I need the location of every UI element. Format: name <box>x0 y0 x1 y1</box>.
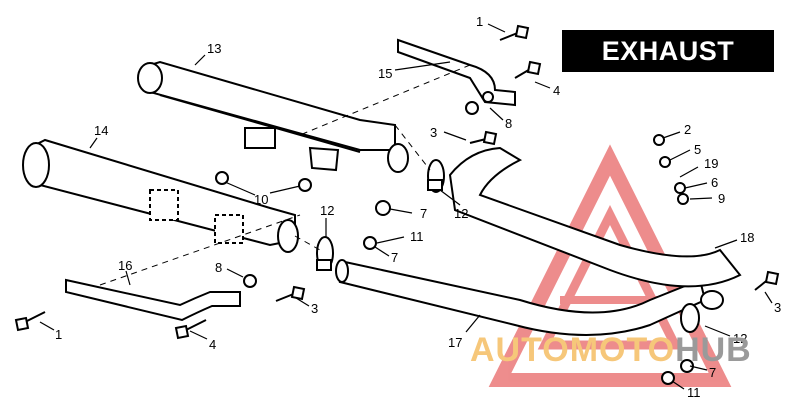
callout-12-right: 12 <box>733 331 747 346</box>
callout-11-mid: 11 <box>410 229 424 244</box>
leader-lines <box>39 23 773 390</box>
bolts <box>14 24 780 340</box>
callout-7-right: 7 <box>709 365 716 380</box>
callout-3-right: 3 <box>774 300 781 315</box>
lower-muffler <box>22 138 299 253</box>
callout-labels: 1 13 15 4 8 3 14 10 12 7 11 7 12 2 5 19 … <box>55 14 781 400</box>
callout-11-right: 11 <box>687 385 701 400</box>
callout-6: 6 <box>711 175 718 190</box>
callout-5: 5 <box>694 142 701 157</box>
upper-muffler <box>137 60 409 173</box>
rear-exhaust-pipe <box>448 146 742 310</box>
callout-4-top: 4 <box>553 83 560 98</box>
callout-4-low: 4 <box>209 337 216 352</box>
callout-17: 17 <box>448 335 462 350</box>
callout-13: 13 <box>207 41 221 56</box>
callout-7-low: 7 <box>391 250 398 265</box>
callout-12-left: 12 <box>320 203 334 218</box>
callout-2: 2 <box>684 122 691 137</box>
watermark-text: AUTOMOTOHUB <box>470 332 752 368</box>
callout-15: 15 <box>378 66 392 81</box>
callout-3-low: 3 <box>311 301 318 316</box>
callout-10: 10 <box>254 192 268 207</box>
watermark-part-2: HUB <box>675 331 752 369</box>
callout-1-top: 1 <box>476 14 483 29</box>
callout-16: 16 <box>118 258 132 273</box>
assembly-lines <box>99 64 471 286</box>
callout-19: 19 <box>704 156 718 171</box>
callout-3-top: 3 <box>430 125 437 140</box>
callout-7-mid: 7 <box>420 206 427 221</box>
callout-8-low: 8 <box>215 260 222 275</box>
callout-9: 9 <box>718 191 725 206</box>
clamps <box>316 159 700 333</box>
callout-1-low: 1 <box>55 327 62 342</box>
callout-14: 14 <box>94 123 108 138</box>
callout-18: 18 <box>740 230 754 245</box>
nuts-washers <box>215 91 694 385</box>
callout-12-mid: 12 <box>454 206 468 221</box>
callout-8-top: 8 <box>505 116 512 131</box>
lower-bracket <box>65 278 241 322</box>
upper-bracket <box>397 38 516 107</box>
watermark-part-1: AUTOMOTO <box>470 331 676 369</box>
diagram-title: EXHAUST SYSTEM <box>562 30 774 108</box>
